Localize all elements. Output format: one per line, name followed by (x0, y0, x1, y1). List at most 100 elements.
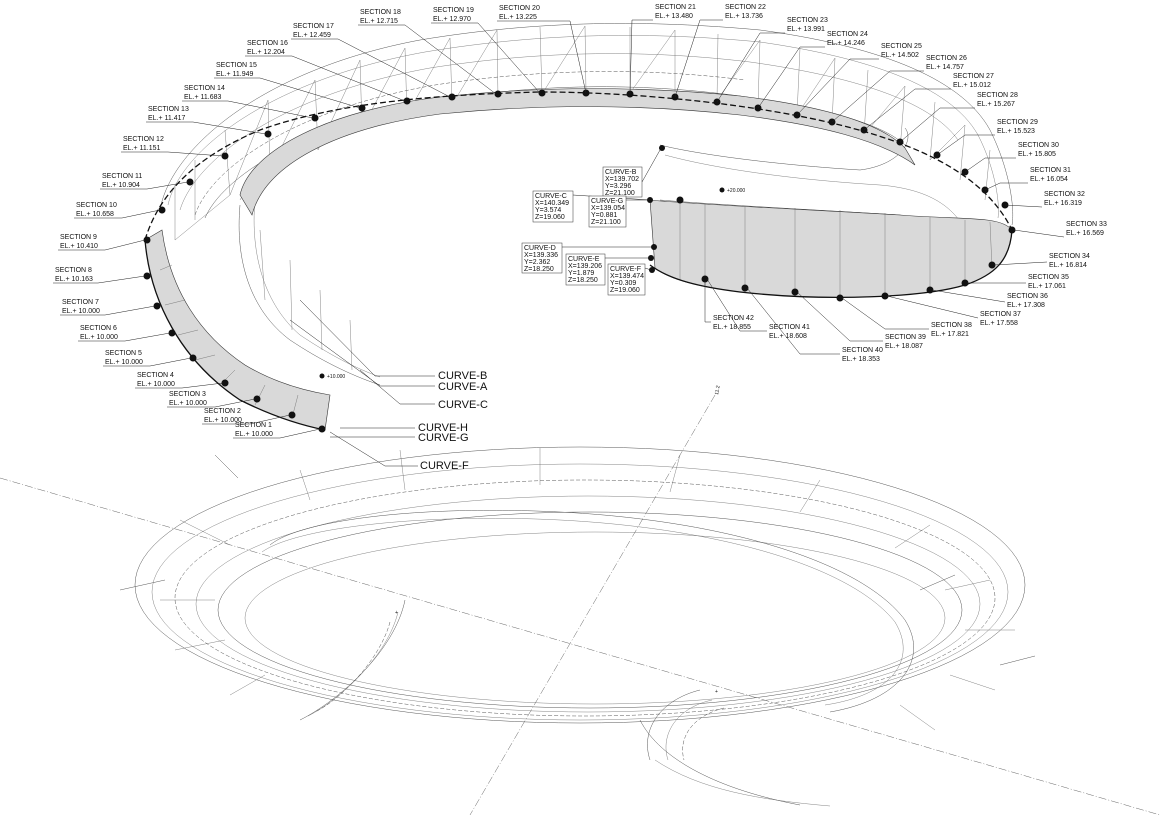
svg-text:EL.+ 15.805: EL.+ 15.805 (1018, 151, 1056, 158)
ramp-3d: +10.000 +20.000 11.2 (143, 23, 1016, 433)
svg-text:X=139.206: X=139.206 (568, 263, 602, 270)
svg-text:EL.+ 15.012: EL.+ 15.012 (953, 82, 991, 89)
svg-text:SECTION 18: SECTION 18 (360, 9, 401, 16)
svg-text:SECTION 32: SECTION 32 (1044, 191, 1085, 198)
svg-text:EL.+ 10.658: EL.+ 10.658 (76, 211, 114, 218)
svg-text:SECTION 12: SECTION 12 (123, 136, 164, 143)
section-label: SECTION 18 EL.+ 12.715 (358, 9, 497, 95)
svg-text:CURVE-E: CURVE-E (568, 256, 600, 263)
svg-text:SECTION 14: SECTION 14 (184, 85, 225, 92)
svg-text:EL.+ 14.502: EL.+ 14.502 (881, 52, 919, 59)
svg-text:SECTION 41: SECTION 41 (769, 324, 810, 331)
section-label: SECTION 2EL.+ 10.000 (202, 408, 291, 425)
curve-label-h: CURVE-H (340, 422, 468, 434)
section-labels: SECTION 1EL.+ 10.000 SECTION 2EL.+ 10.00… (53, 4, 1107, 439)
svg-text:EL.+ 15.267: EL.+ 15.267 (977, 101, 1015, 108)
svg-text:SECTION 37: SECTION 37 (980, 311, 1021, 318)
section-label: SECTION 3EL.+ 10.000 (167, 391, 256, 408)
svg-text:EL.+ 11.949: EL.+ 11.949 (216, 71, 254, 78)
svg-text:EL.+ 18.608: EL.+ 18.608 (769, 333, 807, 340)
svg-text:SECTION 19: SECTION 19 (433, 7, 474, 14)
svg-text:EL.+ 17.308: EL.+ 17.308 (1007, 302, 1045, 309)
svg-text:CURVE-H: CURVE-H (418, 422, 468, 434)
svg-text:SECTION 20: SECTION 20 (499, 5, 540, 12)
section-label: SECTION 27 EL.+ 15.012 (863, 73, 994, 131)
svg-text:SECTION 11: SECTION 11 (102, 173, 142, 180)
section-label: SECTION 8EL.+ 10.163 (53, 267, 146, 284)
svg-text:EL.+ 13.736: EL.+ 13.736 (725, 13, 763, 20)
svg-text:EL.+ 14.246: EL.+ 14.246 (827, 40, 865, 47)
svg-text:SECTION 30: SECTION 30 (1018, 142, 1059, 149)
svg-text:+: + (395, 610, 398, 616)
coord-box-curve-f: CURVE-F X=139.474 Y=0.309 Z=19.060 (607, 263, 652, 296)
svg-text:+10.000: +10.000 (327, 374, 345, 380)
section-label: SECTION 21 EL.+ 13.480 (629, 4, 696, 95)
svg-text:EL.+ 10.000: EL.+ 10.000 (80, 334, 118, 341)
svg-text:SECTION 34: SECTION 34 (1049, 253, 1090, 260)
svg-text:X=139.702: X=139.702 (605, 176, 639, 183)
svg-text:CURVE-B: CURVE-B (438, 370, 487, 382)
svg-text:EL.+ 14.757: EL.+ 14.757 (926, 64, 964, 71)
curve-label-f: CURVE-F (329, 431, 469, 472)
section-label: SECTION 35 EL.+ 17.061 (967, 274, 1069, 290)
level-tag-lower: +10.000 (319, 373, 345, 380)
svg-text:SECTION 2: SECTION 2 (204, 408, 241, 415)
svg-text:EL.+ 16.054: EL.+ 16.054 (1030, 176, 1068, 183)
section-label: SECTION 7EL.+ 10.000 (60, 299, 156, 316)
section-label: SECTION 12 EL.+ 11.151 (121, 136, 224, 157)
svg-text:EL.+ 12.715: EL.+ 12.715 (360, 18, 398, 25)
section-label: SECTION 4EL.+ 10.000 (135, 372, 224, 389)
svg-text:EL.+ 13.991: EL.+ 13.991 (787, 26, 825, 33)
svg-text:CURVE-G: CURVE-G (418, 432, 469, 444)
svg-text:CURVE-D: CURVE-D (524, 245, 556, 252)
svg-text:X=139.474: X=139.474 (610, 273, 644, 280)
section-label: SECTION 41 EL.+ 18.608 (706, 278, 810, 340)
coordinate-boxes: CURVE-B X=139.702 Y=3.296 Z=21.100 CURVE… (521, 149, 661, 296)
svg-text:CURVE-C: CURVE-C (438, 399, 488, 411)
svg-text:SECTION 27: SECTION 27 (953, 73, 994, 80)
section-label: SECTION 5EL.+ 10.000 (103, 350, 192, 367)
axis-tag: 11.2 (714, 385, 722, 395)
svg-text:SECTION 5: SECTION 5 (105, 350, 142, 357)
svg-text:EL.+ 11.151: EL.+ 11.151 (123, 145, 161, 152)
level-tag-upper: +20.000 (719, 187, 745, 194)
svg-text:EL.+ 18.353: EL.+ 18.353 (842, 356, 880, 363)
plan-view: + + (0, 394, 1160, 816)
svg-text:SECTION 21: SECTION 21 (655, 4, 696, 11)
svg-text:Z=21.100: Z=21.100 (591, 219, 621, 226)
svg-text:X=139.336: X=139.336 (524, 252, 558, 259)
section-label: SECTION 32 EL.+ 16.319 (1004, 191, 1085, 208)
coord-box-curve-g: CURVE-G X=139.054 Y=0.881 Z=21.100 (588, 195, 648, 228)
svg-text:+20.000: +20.000 (727, 188, 745, 194)
svg-text:CURVE-B: CURVE-B (605, 169, 637, 176)
svg-text:EL.+ 13.480: EL.+ 13.480 (655, 13, 693, 20)
svg-text:EL.+ 17.558: EL.+ 17.558 (980, 320, 1018, 327)
svg-text:SECTION 13: SECTION 13 (148, 106, 189, 113)
svg-text:CURVE-G: CURVE-G (591, 198, 623, 205)
svg-text:EL.+ 17.061: EL.+ 17.061 (1028, 283, 1066, 290)
svg-text:SECTION 9: SECTION 9 (60, 234, 97, 241)
svg-text:SECTION 31: SECTION 31 (1030, 167, 1071, 174)
curve-labels: CURVE-B CURVE-A CURVE-C CURVE-H CURVE-G … (289, 299, 488, 472)
svg-text:Z=21.100: Z=21.100 (605, 190, 635, 197)
svg-text:Y=0.881: Y=0.881 (591, 212, 617, 219)
svg-text:SECTION 7: SECTION 7 (62, 299, 99, 306)
svg-text:EL.+ 16.319: EL.+ 16.319 (1044, 200, 1082, 207)
svg-text:EL.+ 18.855: EL.+ 18.855 (713, 324, 751, 331)
svg-text:SECTION 4: SECTION 4 (137, 372, 174, 379)
svg-text:Y=2.362: Y=2.362 (524, 259, 550, 266)
section-label: SECTION 30 EL.+ 15.805 (964, 142, 1059, 173)
svg-text:Y=0.309: Y=0.309 (610, 280, 636, 287)
svg-text:SECTION 10: SECTION 10 (76, 202, 117, 209)
svg-text:SECTION 35: SECTION 35 (1028, 274, 1069, 281)
svg-text:X=139.054: X=139.054 (591, 205, 625, 212)
svg-text:Y=3.574: Y=3.574 (535, 207, 561, 214)
